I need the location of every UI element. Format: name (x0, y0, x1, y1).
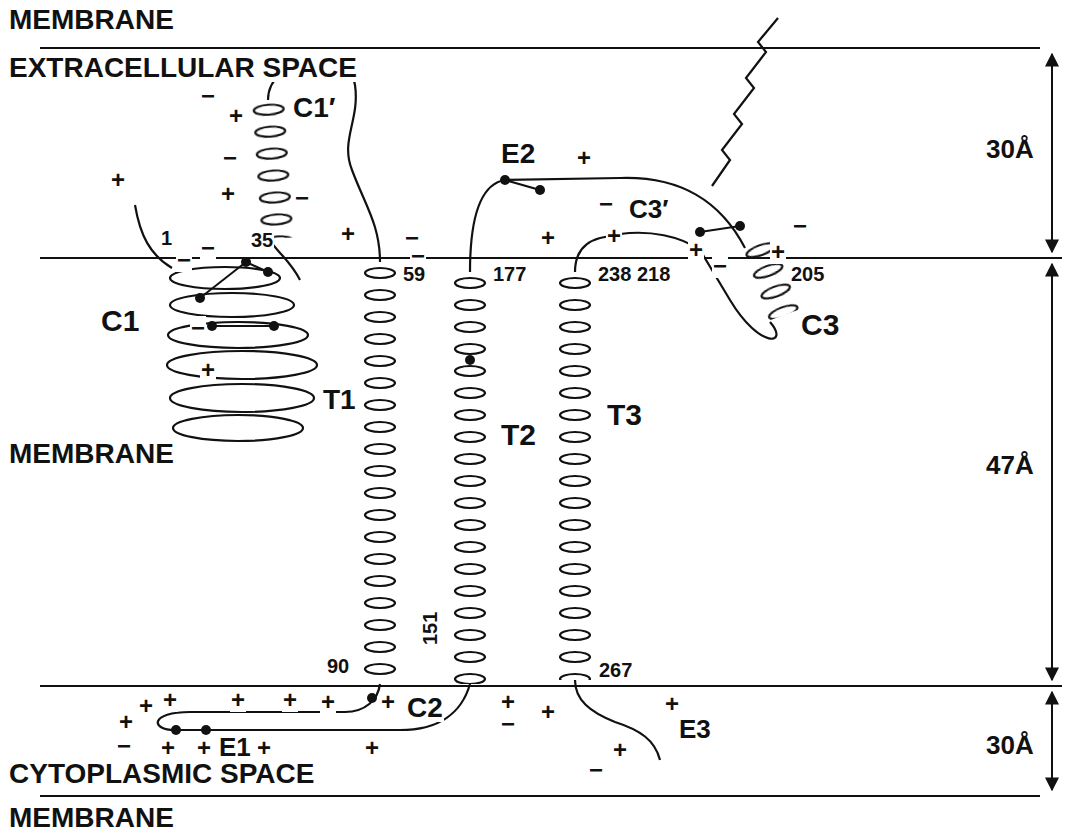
residue-number: 90 (326, 656, 350, 676)
region-label: MEMBRANE (8, 440, 175, 468)
segment-label: E2 (500, 140, 536, 168)
region-label: EXTRACELLULAR SPACE (8, 54, 358, 82)
charge-sign: + (162, 688, 178, 712)
charge-sign: − (116, 734, 132, 758)
region-label: MEMBRANE (8, 6, 175, 34)
charge-sign: + (540, 700, 556, 724)
segment-label: T2 (500, 420, 537, 450)
segment-label: T1 (322, 386, 357, 414)
residue-number: 1 (160, 228, 173, 248)
charge-sign: − (200, 236, 216, 260)
charge-sign: + (196, 736, 212, 760)
region-label: MEMBRANE (8, 804, 175, 832)
charge-sign: + (380, 690, 396, 714)
charge-sign: + (770, 240, 786, 264)
charge-sign: + (340, 222, 356, 246)
segment-label: E3 (678, 716, 712, 742)
charge-sign: + (230, 688, 246, 712)
segment-label: C3′ (628, 196, 669, 222)
charge-sign: + (606, 224, 622, 248)
charge-sign: − (792, 214, 808, 238)
charge-sign: + (612, 738, 628, 762)
charge-sign: + (540, 226, 556, 250)
charge-sign: + (664, 692, 680, 716)
charge-sign: − (712, 254, 728, 278)
dimension-label: 47Å (985, 452, 1035, 478)
region-label: CYTOPLASMIC SPACE (8, 760, 315, 788)
charge-sign: − (222, 146, 238, 170)
charge-sign: + (228, 104, 244, 128)
residue-number: 151 (420, 611, 440, 646)
charge-sign: − (500, 712, 516, 736)
charge-sign: + (110, 168, 126, 192)
charge-sign: + (256, 736, 272, 760)
charge-sign: + (160, 736, 176, 760)
segment-label: T3 (606, 400, 643, 430)
charge-sign: + (688, 238, 704, 262)
charge-sign: − (588, 758, 604, 782)
segment-label: E1 (218, 734, 252, 760)
charge-sign: − (294, 186, 310, 210)
charge-sign: + (118, 710, 134, 734)
segment-label: C3 (800, 310, 840, 340)
segment-label: C2 (406, 694, 444, 722)
residue-number: 177 (492, 264, 527, 284)
charge-sign: + (500, 690, 516, 714)
charge-sign: + (200, 358, 216, 382)
charge-sign: − (190, 316, 206, 340)
charge-sign: + (364, 736, 380, 760)
residue-number: 267 (598, 660, 633, 680)
residue-number: 35 (250, 230, 274, 250)
dimension-label: 30Å (985, 136, 1035, 162)
charge-sign: + (576, 146, 592, 170)
segment-label: C1′ (292, 94, 337, 122)
charge-sign: + (138, 694, 154, 718)
segment-label: C1 (100, 306, 140, 336)
residue-number: 218 (636, 264, 671, 284)
residue-number: 205 (790, 264, 825, 284)
charge-sign: − (598, 192, 614, 216)
charge-sign: + (320, 690, 336, 714)
charge-sign: − (176, 248, 192, 272)
residue-number: 238 (597, 264, 632, 284)
charge-sign: − (200, 84, 216, 108)
charge-sign: + (282, 688, 298, 712)
residue-number: 59 (402, 264, 426, 284)
charge-sign: + (220, 182, 236, 206)
dimension-label: 30Å (985, 732, 1035, 758)
